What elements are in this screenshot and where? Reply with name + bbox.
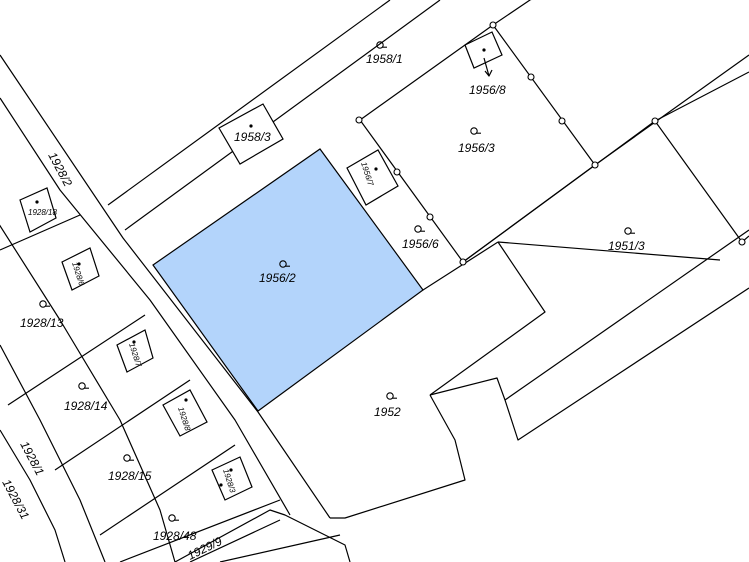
label-1958-1[interactable]: 1958/1 [366, 52, 403, 66]
boundary-node-icon [393, 168, 401, 176]
building-1928-7 [116, 329, 154, 373]
building-1928-8 [162, 389, 208, 437]
building-1956-7 [346, 149, 399, 206]
building-1928-18 [19, 187, 57, 233]
building-1928-3 [211, 456, 253, 501]
label-1928-1[interactable]: 1928/1 [17, 439, 47, 478]
label-1928-2[interactable]: 1928/2 [45, 150, 75, 189]
building-1958-3 [218, 103, 284, 165]
parcel-pin-icon [470, 127, 481, 135]
label-1958-3[interactable]: 1958/3 [234, 130, 271, 144]
boundary-node-icon [426, 213, 434, 221]
label-1928-48[interactable]: 1928/48 [153, 529, 197, 543]
boundary-node-icon [558, 117, 566, 125]
parcel-pin-icon [279, 260, 290, 268]
buildings [19, 31, 503, 501]
label-1956-3[interactable]: 1956/3 [458, 141, 495, 155]
label-1928-13[interactable]: 1928/13 [20, 316, 64, 330]
label-1956-8[interactable]: 1956/8 [469, 83, 506, 97]
arrow-down-icon [483, 57, 493, 77]
label-1952[interactable]: 1952 [374, 405, 401, 419]
parcel-pin-icon [386, 392, 397, 400]
boundary-node-icon [591, 161, 599, 169]
boundary-node-icons [355, 21, 746, 266]
boundary-node-icon [459, 258, 467, 266]
label-1928-15[interactable]: 1928/15 [108, 469, 152, 483]
boundary-node-icon [651, 117, 659, 125]
label-1951-3[interactable]: 1951/3 [608, 239, 645, 253]
parcel-pin-icons [39, 41, 635, 522]
building-1928-6 [61, 247, 100, 291]
label-1928-31[interactable]: 1928/31 [0, 477, 32, 522]
label-1956-6[interactable]: 1956/6 [402, 237, 439, 251]
label-1928-18[interactable]: 1928/18 [28, 208, 57, 217]
parcel-pin-icon [39, 300, 50, 308]
parcel-pin-icon [123, 454, 134, 462]
label-1928-14[interactable]: 1928/14 [64, 399, 108, 413]
boundary-node-icon [355, 116, 363, 124]
building-dots [35, 48, 486, 487]
label-1956-2[interactable]: 1956/2 [259, 271, 296, 285]
boundary-node-icon [738, 238, 746, 246]
parcel-pin-icon [168, 514, 179, 522]
parcel-pin-icon [624, 227, 635, 235]
parcel-pin-icon [78, 382, 89, 390]
boundary-node-icon [527, 73, 535, 81]
boundary-node-icon [489, 21, 497, 29]
parcel-pin-icon [376, 41, 387, 49]
parcel-pin-icon [414, 225, 425, 233]
